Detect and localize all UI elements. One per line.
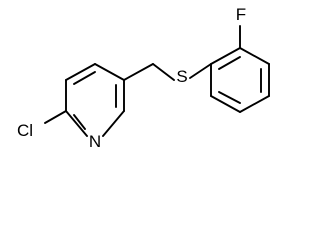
bond-ch2-s bbox=[152, 63, 175, 81]
chemical-structure: Cl N S F bbox=[17, 5, 270, 151]
benzene-ring bbox=[210, 47, 270, 113]
bond-a2-a3 bbox=[239, 47, 270, 65]
nitrogen-atom-label: N bbox=[89, 132, 101, 151]
bond-c2-cl bbox=[44, 110, 67, 124]
chlorine-atom-label: Cl bbox=[17, 121, 33, 140]
bond-c5-ch2 bbox=[123, 63, 154, 81]
bond-n1-c2-inner bbox=[73, 114, 86, 130]
bond-n1-c2 bbox=[65, 110, 88, 137]
bond-s-aryl bbox=[189, 63, 212, 79]
bond-a1-a2-inner bbox=[218, 56, 241, 70]
sulfur-atom-label: S bbox=[176, 67, 187, 86]
bond-a5-a6-inner bbox=[218, 91, 241, 104]
bond-c4-c5 bbox=[94, 63, 125, 81]
pyridine-ring bbox=[65, 63, 125, 137]
fluorine-atom-label: F bbox=[236, 5, 246, 24]
bond-c3-c4-inner bbox=[73, 71, 96, 85]
linker bbox=[123, 63, 212, 81]
bond-c3-c4 bbox=[65, 63, 96, 81]
bond-a4-a5 bbox=[239, 95, 270, 113]
bond-a5-a6 bbox=[210, 95, 241, 113]
bond-a1-a2 bbox=[210, 47, 241, 65]
bond-c6-n1 bbox=[102, 110, 125, 137]
